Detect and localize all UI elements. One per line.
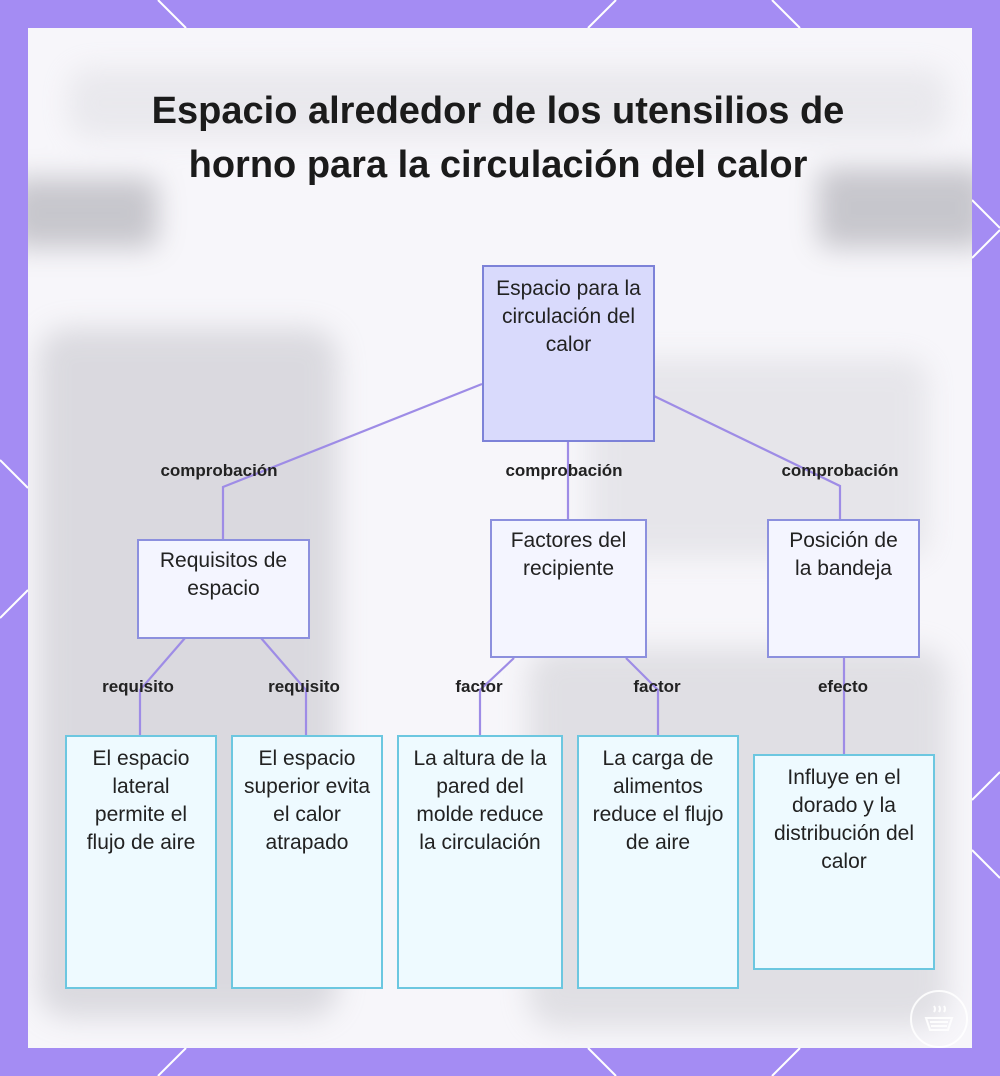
edge-factores-altura [478,657,515,736]
node-altura-pared: La altura de la pared del molde reduce l… [397,735,563,989]
edge-label-requisito: requisito [268,677,340,696]
edge-label-comprobacion: comprobación [160,461,278,480]
diagram-title: Espacio alrededor de los utensilios de h… [151,90,845,186]
edge-label-comprobacion: comprobación [505,461,623,480]
node-requisitos-espacio: Requisitos de espacio [137,539,310,639]
edge-requisitos-lateral [138,637,186,736]
diagram-panel: Espacio alrededor de los utensilios de h… [28,28,972,1048]
node-label: El espacio lateral permite el flujo de a… [86,747,196,854]
node-label: Factores del recipiente [510,529,627,580]
edge-root-requisitos [221,382,483,540]
edge-root-posicion [653,395,842,520]
node-espacio-circulacion: Espacio para la circulación del calor [482,265,655,442]
edge-label-comprobacion: comprobación [781,461,899,480]
edge-requisitos-superior [260,637,308,736]
node-label: Influye en el dorado y la distribución d… [773,766,915,873]
edge-label-factor: factor [455,677,503,696]
node-influye-dorado: Influye en el dorado y la distribución d… [753,754,935,970]
edge-label-efecto: efecto [817,677,869,696]
edge-label-requisito: requisito [102,677,174,696]
node-label: Posición de la bandeja [789,529,898,580]
node-factores-recipiente: Factores del recipiente [490,519,647,658]
basket-icon [910,990,968,1048]
node-espacio-superior: El espacio superior evita el calor atrap… [231,735,383,989]
node-label: La carga de alimentos reduce el flujo de… [592,747,724,854]
node-posicion-bandeja: Posición de la bandeja [767,519,920,658]
node-espacio-lateral: El espacio lateral permite el flujo de a… [65,735,217,989]
edge-label-factor: factor [633,677,681,696]
node-carga-alimentos: La carga de alimentos reduce el flujo de… [577,735,739,989]
node-label: Espacio para la circulación del calor [496,277,641,356]
node-label: El espacio superior evita el calor atrap… [243,747,371,854]
node-label: Requisitos de espacio [159,549,288,600]
edge-factores-carga [625,657,660,736]
connector-lines [138,382,846,755]
node-label: La altura de la pared del molde reduce l… [413,747,547,854]
